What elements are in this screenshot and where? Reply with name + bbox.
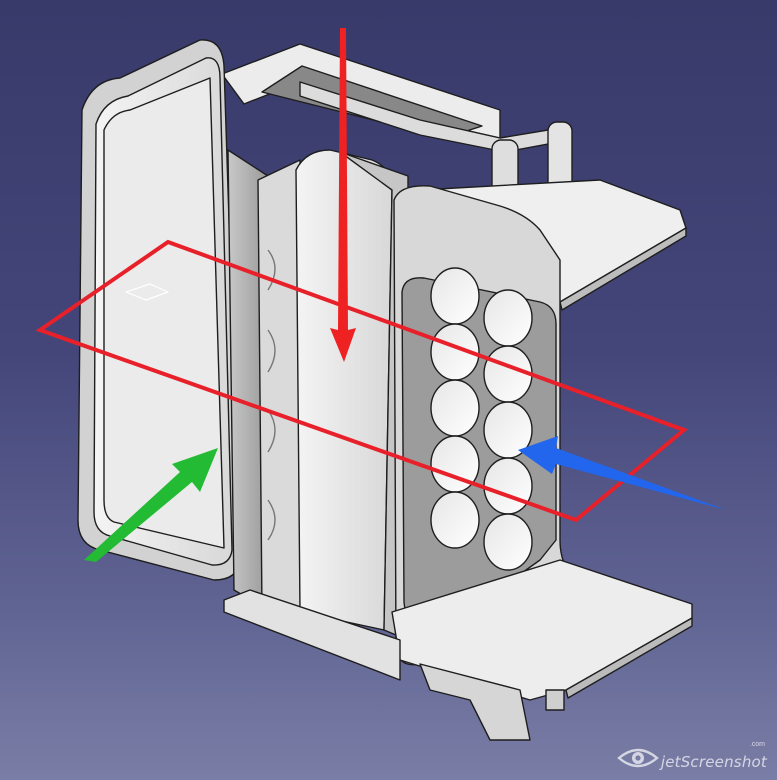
connector-housing-model[interactable]	[77, 39, 693, 741]
cavity-hole	[483, 513, 533, 571]
watermark-suffix: .com	[749, 741, 765, 748]
section-plane-outline[interactable]	[35, 239, 688, 523]
cavity-grid	[430, 267, 533, 571]
cavity-hole	[483, 289, 533, 347]
green-direction-arrow[interactable]	[84, 448, 218, 562]
watermark: jetScreenshot .com	[616, 741, 767, 771]
cavity-hole	[483, 457, 533, 515]
blue-direction-arrow[interactable]	[518, 436, 726, 510]
eye-icon	[616, 748, 659, 768]
red-direction-arrow[interactable]	[330, 28, 356, 362]
cavity-hole	[430, 379, 480, 437]
watermark-text: jetScreenshot	[660, 753, 767, 771]
cavity-hole	[430, 267, 480, 325]
cavity-hole	[430, 491, 480, 549]
